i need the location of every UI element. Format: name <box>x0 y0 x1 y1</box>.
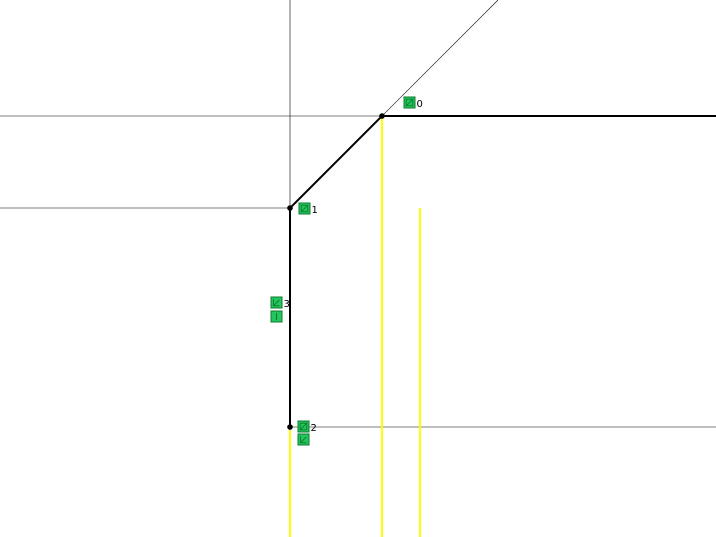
sketch-point-top[interactable] <box>379 113 385 119</box>
relation-label-3: 3 <box>284 299 290 310</box>
relation-badge-1[interactable]: 1 <box>298 202 318 216</box>
lower-relation-secondary-badge[interactable] <box>297 433 310 446</box>
sketch-point-bottom[interactable] <box>287 424 293 430</box>
relation-badge-3[interactable]: 3 <box>270 296 290 310</box>
relation-badge-0[interactable]: 0 <box>403 96 423 110</box>
relation-label-1: 1 <box>312 205 318 216</box>
relation-badge-2[interactable]: 2 <box>297 420 317 434</box>
vertical-constraint-badge[interactable] <box>270 310 283 323</box>
sketch-point-middle[interactable] <box>287 205 293 211</box>
relation-label-0: 0 <box>417 99 423 110</box>
relation-label-2: 2 <box>311 423 317 434</box>
sketch-profile[interactable] <box>289 115 716 427</box>
